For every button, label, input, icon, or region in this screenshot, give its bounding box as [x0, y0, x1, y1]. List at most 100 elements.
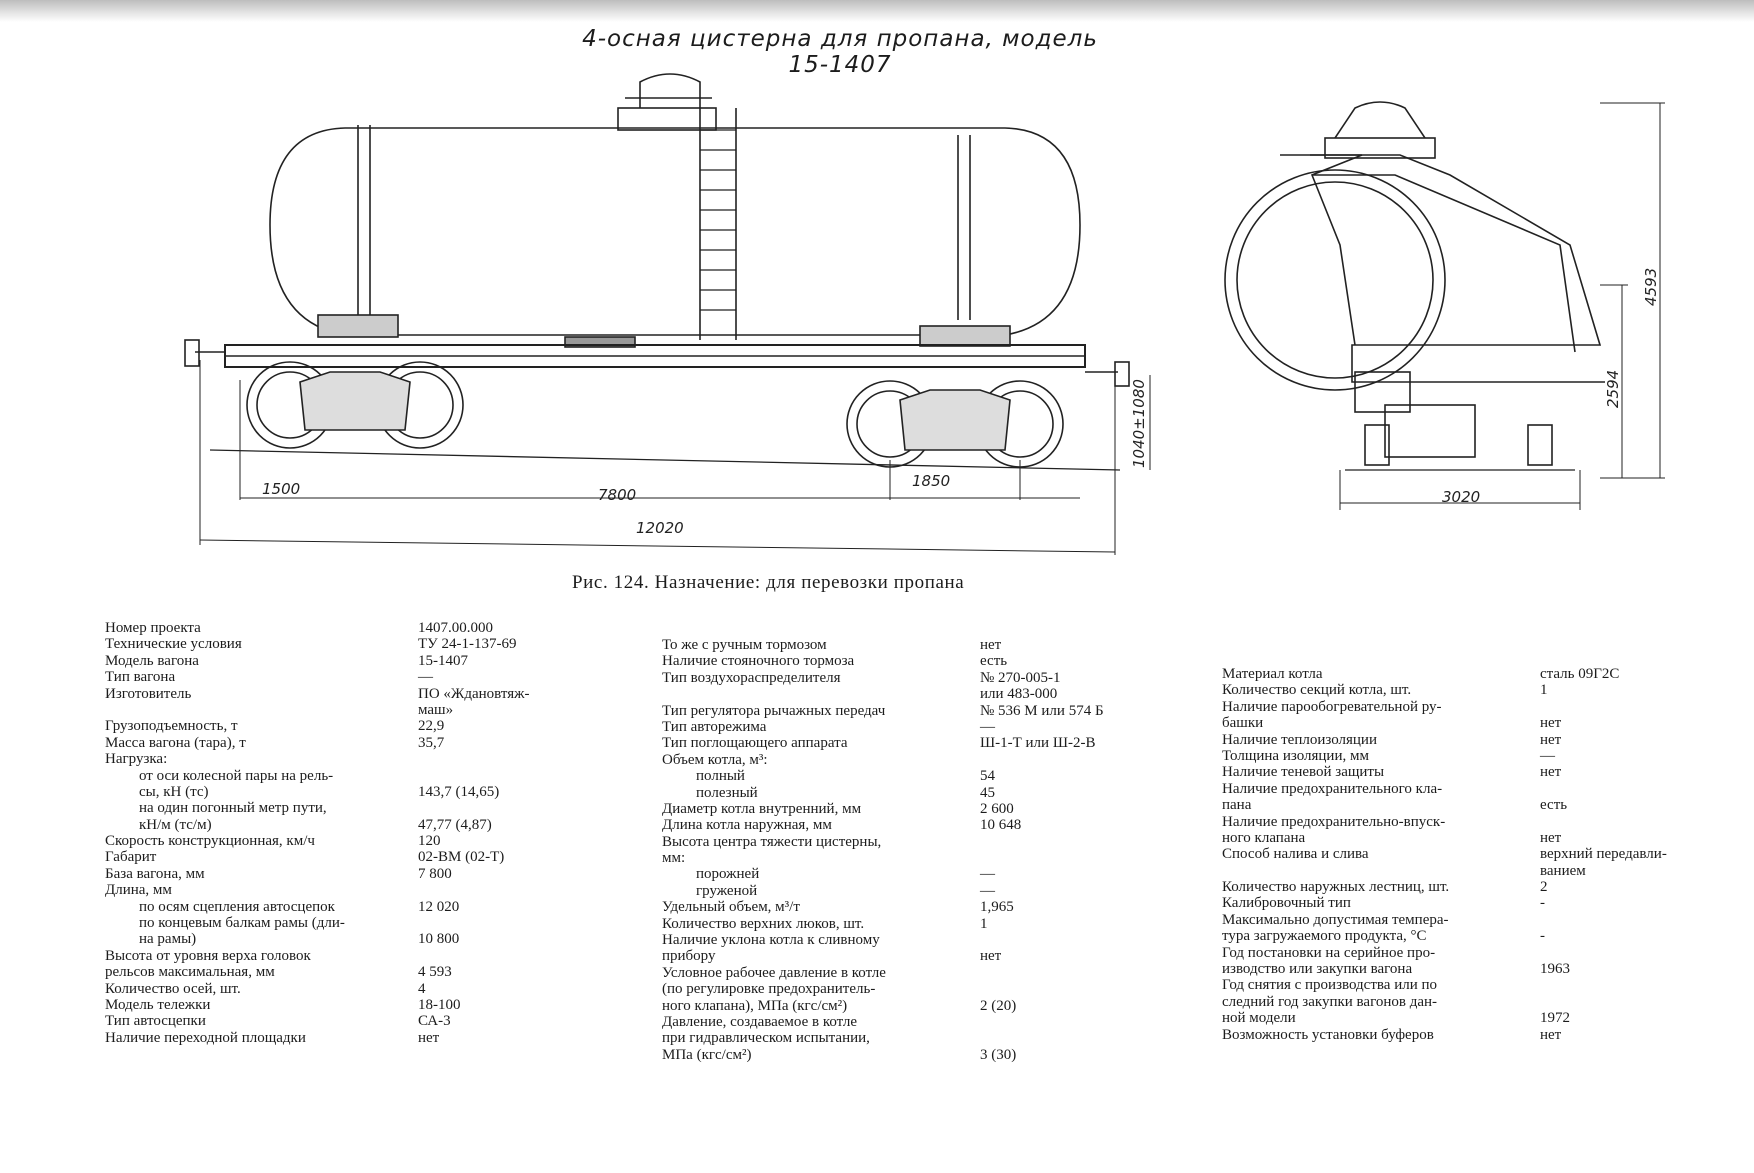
spec-row: башки нет — [1222, 715, 1732, 731]
spec-value: или 483-000 — [980, 686, 1058, 703]
spec-label: Длина, мм — [105, 882, 172, 899]
spec-label: Наличие переходной площадки — [105, 1029, 306, 1046]
spec-label: То же с ручным тормозом — [662, 637, 827, 653]
spec-value: 2 (20) — [980, 997, 1017, 1014]
spec-label: изводство или закупки вагона — [1222, 961, 1413, 978]
spec-label: Количество верхних люков, шт. — [662, 915, 865, 932]
spec-label: по осям сцепления автосцепок — [139, 898, 335, 915]
spec-row: при гидравлическом испытании, — [662, 1030, 1172, 1046]
spec-label: База вагона, мм — [105, 865, 205, 882]
spec-value: - — [1540, 895, 1545, 912]
spec-row: ванием — [1222, 863, 1732, 879]
spec-label: Количество наружных лестниц, шт. — [1222, 879, 1450, 896]
spec-value: верхний передавли- — [1540, 846, 1667, 863]
side-view — [184, 73, 1130, 471]
spec-row: следний год закупки вагонов дан- — [1222, 994, 1732, 1010]
spec-label: Высота центра тяжести цистерны, — [662, 833, 882, 850]
spec-label: на один погонный метр пути, — [139, 800, 327, 817]
spec-row: Год снятия с производства или по — [1222, 977, 1732, 993]
spec-value: 18-100 — [418, 996, 461, 1013]
spec-value: 47,77 (4,87) — [418, 816, 492, 833]
spec-row: Тип авторежима — — [662, 719, 1172, 735]
spec-row: мм: — [662, 850, 1172, 866]
spec-label: башки — [1222, 715, 1264, 732]
spec-value: ТУ 24-1-137-69 — [418, 636, 517, 653]
spec-label: (по регулировке предохранитель- — [662, 981, 876, 998]
dim-end-width: 3020 — [1442, 488, 1480, 506]
spec-row: Объем котла, м³: — [662, 752, 1172, 768]
spec-value: нет — [980, 637, 1002, 653]
spec-value: — — [980, 718, 995, 735]
spec-label: на рамы) — [139, 931, 197, 948]
dim-end-height-2: 4593 — [1642, 268, 1660, 306]
spec-label: Высота от уровня верха головок — [105, 947, 311, 964]
spec-label: Наличие теневой защиты — [1222, 764, 1385, 781]
spec-value: 3 (30) — [980, 1046, 1017, 1063]
spec-row: Количество осей, шт. 4 — [105, 981, 635, 997]
spec-value: 35,7 — [418, 734, 445, 751]
spec-value: 54 — [980, 768, 995, 785]
spec-value: нет — [1540, 764, 1562, 781]
spec-row: изводство или закупки вагона 1963 — [1222, 961, 1732, 977]
spec-label: Тип авторежима — [662, 718, 767, 735]
spec-row: ного клапана), МПа (кгс/см²) 2 (20) — [662, 998, 1172, 1014]
spec-label: Материал котла — [1222, 666, 1323, 682]
spec-label: Габарит — [105, 849, 157, 866]
spec-value: нет — [1540, 715, 1562, 732]
dim-total-12020: 12020 — [636, 519, 684, 537]
spec-row: Нагрузка: — [105, 751, 635, 767]
spec-label: Наличие уклона котла к сливному — [662, 932, 880, 949]
spec-value: СА-3 — [418, 1013, 451, 1030]
spec-value: нет — [1540, 829, 1562, 846]
spec-label: Калибровочный тип — [1222, 895, 1351, 912]
spec-row: на рамы)10 800 — [105, 931, 635, 947]
spec-label: Максимально допустимая темпера- — [1222, 911, 1449, 928]
spec-row: порожней— — [662, 866, 1172, 882]
spec-label: Масса вагона (тара), т — [105, 734, 246, 751]
spec-value: 1 — [1540, 682, 1548, 699]
spec-value: 12 020 — [418, 898, 460, 915]
spec-label: Грузоподъемность, т — [105, 718, 238, 735]
spec-value: ПО «Ждановтяж- — [418, 685, 530, 702]
spec-row: Тип вагона— — [105, 669, 635, 685]
spec-value: 4 — [418, 980, 426, 997]
spec-value: 143,7 (14,65) — [418, 783, 500, 800]
spec-row: или 483-000 — [662, 686, 1172, 702]
spec-value: 120 — [418, 833, 441, 850]
spec-label: ного клапана), МПа (кгс/см²) — [662, 997, 848, 1014]
spec-label: кН/м (тс/м) — [139, 816, 212, 833]
page-title: 4-осная цистерна для пропана, модель 15-… — [582, 26, 1098, 78]
spec-value: ванием — [1540, 862, 1586, 879]
spec-label: рельсов максимальная, мм — [105, 964, 275, 981]
spec-value: Ш-1-Т или Ш-2-В — [980, 735, 1096, 752]
spec-label: Объем котла, м³: — [662, 751, 768, 768]
spec-label: Количество осей, шт. — [105, 980, 241, 997]
spec-label: Нагрузка: — [105, 751, 168, 768]
spec-label: прибору — [662, 948, 716, 965]
spec-value: 1963 — [1540, 961, 1570, 978]
spec-label: Давление, создаваемое в котле — [662, 1013, 857, 1030]
spec-label: Модель тележки — [105, 996, 211, 1013]
spec-row: Наличие предохранительно-впуск- — [1222, 814, 1732, 830]
spec-label: Тип вагона — [105, 669, 176, 686]
spec-row: Количество верхних люков, шт.1 — [662, 916, 1172, 932]
dim-span-1850: 1850 — [912, 472, 950, 490]
